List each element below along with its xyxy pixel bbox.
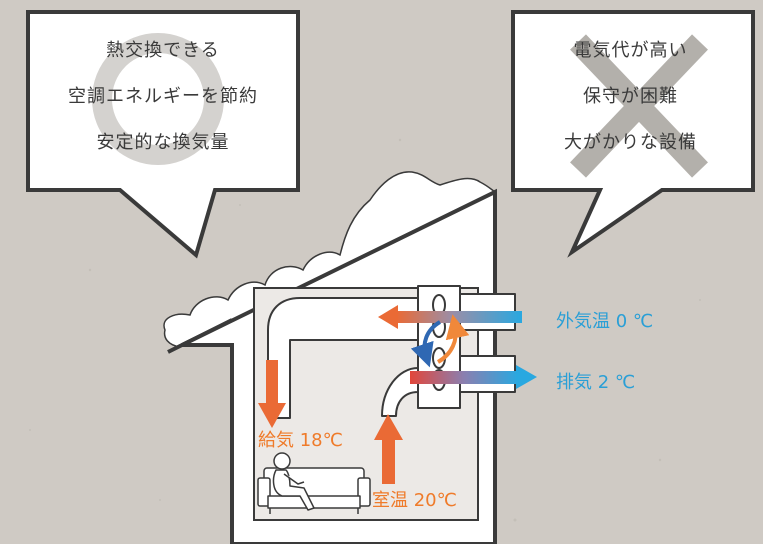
cross-mark-icon <box>570 34 708 178</box>
merit-line-2: 空調エネルギーを節約 <box>68 86 258 107</box>
room-arrow-body <box>382 438 395 484</box>
supply-air-label: 給気 18℃ <box>258 430 343 451</box>
circle-mark-icon <box>92 33 224 165</box>
supply-arrow-head <box>258 403 286 428</box>
merit-line-1: 熱交換できる <box>106 40 220 61</box>
demerit-line-2: 保守が困難 <box>583 86 678 107</box>
room-temp-label: 室温 20℃ <box>372 490 457 511</box>
merit-line-3: 安定的な換気量 <box>96 132 230 153</box>
demerit-line-3: 大がかりな設備 <box>564 132 697 153</box>
sofa-person-icon <box>257 452 371 514</box>
exhaust-label: 排気 2 ℃ <box>556 372 636 393</box>
outside-air-label: 外気温 0 ℃ <box>556 311 654 332</box>
demerits-bubble <box>511 10 755 258</box>
heat-transfer-orange-arrow <box>436 314 470 364</box>
demerits-text: 電気代が高い 保守が困難 大がかりな設備 <box>508 36 753 174</box>
exhaust-arrow-body <box>410 371 518 384</box>
background-texture <box>29 138 701 522</box>
supply-arrow-body <box>266 360 278 405</box>
heat-transfer-blue-arrow <box>410 320 442 368</box>
exhaust-arrow-head <box>516 365 537 389</box>
merits-bubble <box>26 10 300 259</box>
flow-arrows <box>258 305 537 484</box>
inflow-arrow-head <box>378 305 398 329</box>
room-arrow-head <box>374 414 403 440</box>
roof-snow <box>163 171 496 348</box>
merits-text: 熱交換できる 空調エネルギーを節約 安定的な換気量 <box>33 36 293 174</box>
demerit-line-1: 電気代が高い <box>573 40 688 61</box>
